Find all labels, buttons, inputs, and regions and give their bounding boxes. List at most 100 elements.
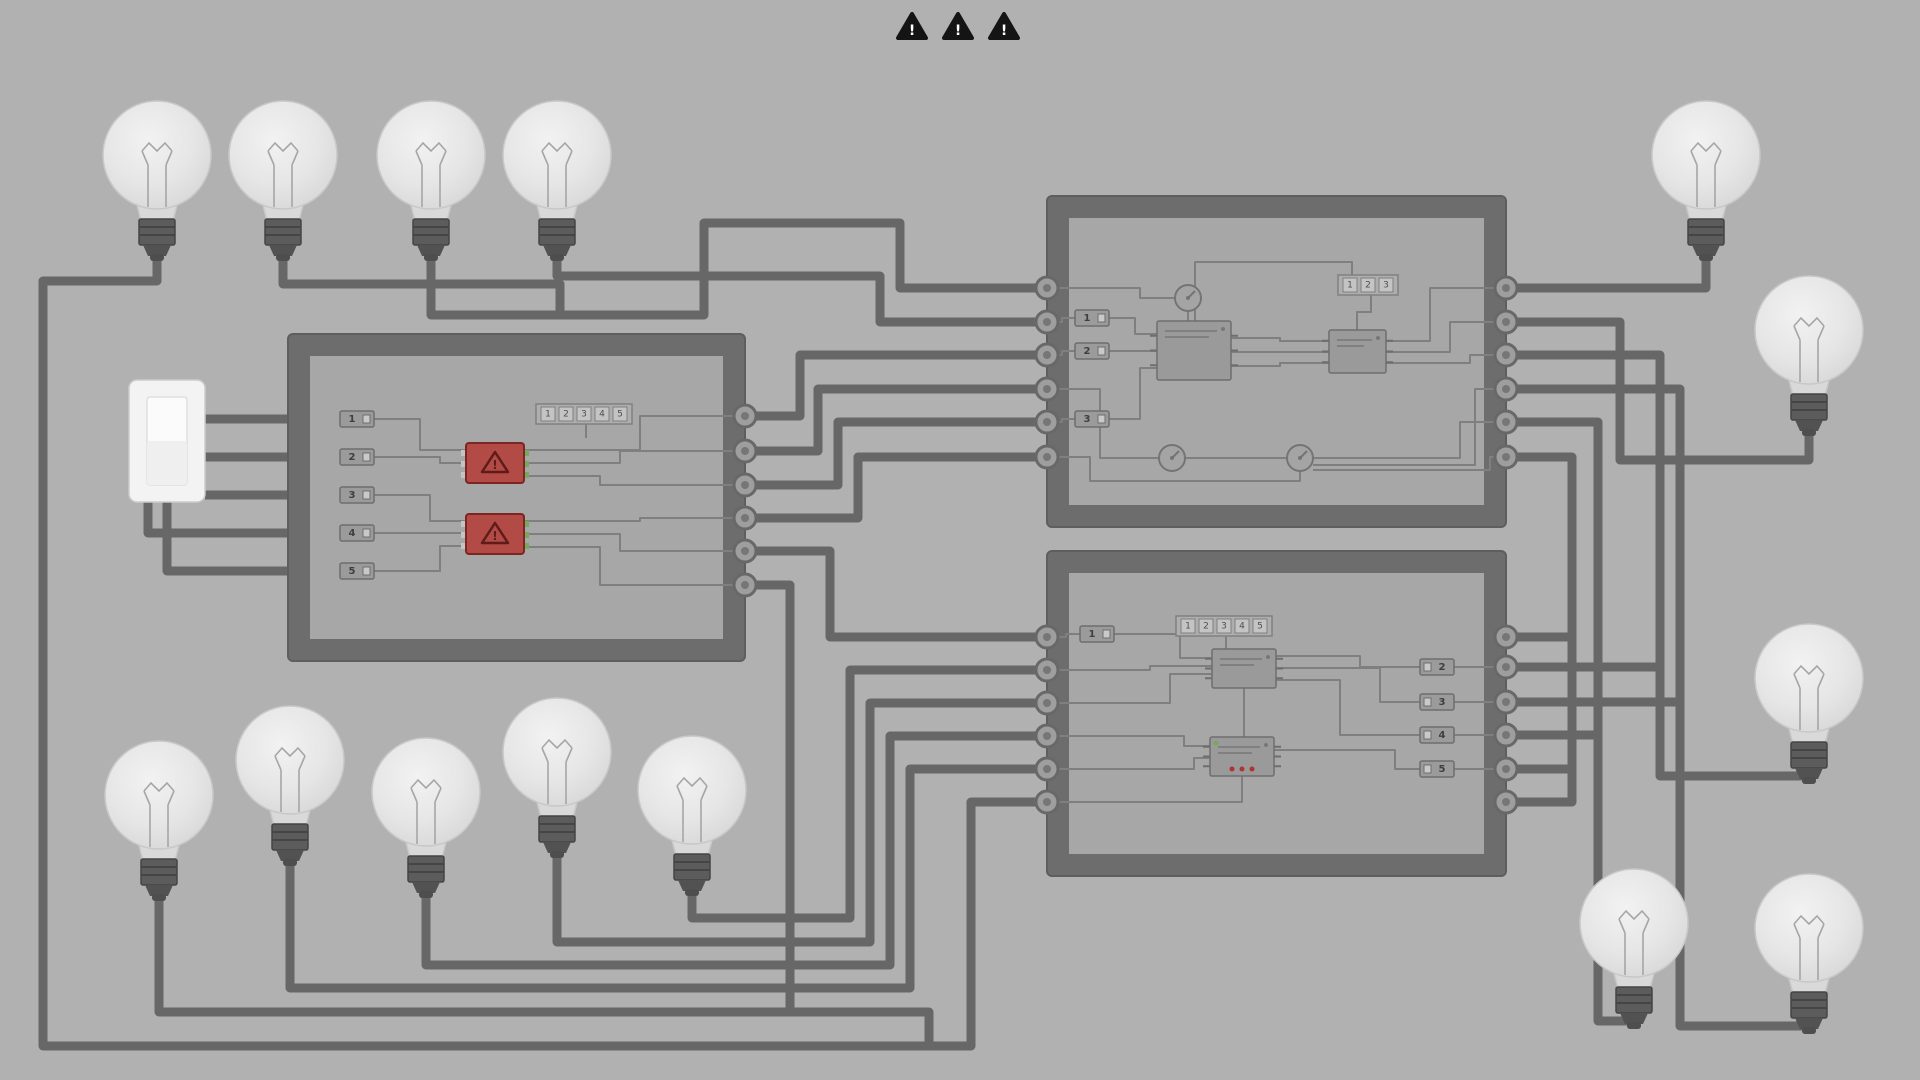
warning-icon: ! xyxy=(896,12,928,40)
led-red xyxy=(1239,766,1245,772)
chip-pin xyxy=(362,490,371,500)
input-chip[interactable]: 3 xyxy=(1074,410,1110,428)
label-text: 4 xyxy=(1439,730,1446,741)
bulb-glass xyxy=(637,735,747,845)
io-port[interactable] xyxy=(1493,789,1519,815)
io-port[interactable] xyxy=(732,572,758,598)
label-text: 2 xyxy=(1084,346,1091,357)
label-text: 2 xyxy=(1439,662,1446,673)
io-port[interactable] xyxy=(1493,309,1519,335)
input-chip[interactable]: 1 xyxy=(1074,309,1110,327)
input-chip[interactable]: 2 xyxy=(1074,342,1110,360)
io-port[interactable] xyxy=(732,403,758,429)
indicator-cell xyxy=(612,406,628,422)
io-port[interactable] xyxy=(1034,789,1060,815)
io-port[interactable] xyxy=(1034,376,1060,402)
io-port[interactable] xyxy=(1034,309,1060,335)
chip-pin xyxy=(461,450,466,456)
label-text: 5 xyxy=(617,410,623,420)
label-text: 2 xyxy=(349,452,356,463)
wire-bulb-bl2-panel3 xyxy=(285,764,1047,993)
io-port[interactable] xyxy=(1493,654,1519,680)
io-port[interactable] xyxy=(1034,444,1060,470)
trace-wire xyxy=(1276,655,1420,668)
io-port[interactable] xyxy=(732,505,758,531)
bulb-screw-base xyxy=(1790,991,1828,1019)
io-port[interactable] xyxy=(732,538,758,564)
wire-panel2-bulb-br2 xyxy=(1506,384,1809,1031)
io-port[interactable] xyxy=(1034,657,1060,683)
ic-chip[interactable] xyxy=(1205,648,1283,689)
input-chip[interactable]: 3 xyxy=(339,486,375,504)
io-port[interactable] xyxy=(732,438,758,464)
port-hole xyxy=(1502,284,1510,292)
chip-body xyxy=(1211,648,1277,689)
label-text: 4 xyxy=(349,528,356,539)
ic-chip[interactable] xyxy=(1150,320,1238,381)
bulb-filament xyxy=(1793,664,1825,730)
io-port[interactable] xyxy=(1034,409,1060,435)
io-port[interactable] xyxy=(1493,275,1519,301)
trace-wire xyxy=(1109,317,1157,335)
input-chip[interactable]: 2 xyxy=(339,448,375,466)
input-chip[interactable]: 4 xyxy=(339,524,375,542)
output-chip[interactable]: 3 xyxy=(1419,693,1455,711)
label-text: 1 xyxy=(1185,622,1191,632)
io-port[interactable] xyxy=(1034,756,1060,782)
io-port[interactable] xyxy=(1493,409,1519,435)
base-contact xyxy=(419,891,433,898)
chip-pin xyxy=(461,543,466,549)
port-hole xyxy=(1502,453,1510,461)
chip-dot xyxy=(1376,336,1380,340)
io-port[interactable] xyxy=(1493,756,1519,782)
chip-pin xyxy=(461,532,466,538)
base-contact xyxy=(1802,777,1816,784)
error-chip[interactable]: ! xyxy=(461,513,529,555)
ic-chip[interactable] xyxy=(1203,736,1281,777)
input-chip[interactable]: 1 xyxy=(1079,625,1115,643)
base-contact xyxy=(283,859,297,866)
wire-panel1-out1 xyxy=(745,350,1047,421)
io-port[interactable] xyxy=(1493,342,1519,368)
trace-wire xyxy=(524,450,745,464)
io-port[interactable] xyxy=(1034,342,1060,368)
error-body xyxy=(465,442,525,484)
warning-icon: ! xyxy=(942,12,974,40)
io-port[interactable] xyxy=(1034,690,1060,716)
output-chip[interactable]: 2 xyxy=(1419,658,1455,676)
indicator-cell xyxy=(540,406,556,422)
gauge xyxy=(1174,284,1202,312)
input-chip[interactable]: 5 xyxy=(339,562,375,580)
indicator-cell xyxy=(1180,618,1196,634)
io-port[interactable] xyxy=(1034,275,1060,301)
bulb-filament xyxy=(274,746,306,812)
base-contact xyxy=(424,254,438,261)
io-port[interactable] xyxy=(1034,624,1060,650)
indicator-cell xyxy=(576,406,592,422)
io-port[interactable] xyxy=(1493,689,1519,715)
io-port[interactable] xyxy=(732,472,758,498)
trace-wire xyxy=(1047,287,1175,299)
io-port[interactable] xyxy=(1493,444,1519,470)
input-chip[interactable]: 1 xyxy=(339,410,375,428)
ic-chip[interactable] xyxy=(1322,329,1393,374)
chip-dot xyxy=(1221,327,1225,331)
error-chip[interactable]: ! xyxy=(461,442,529,484)
chip-pin xyxy=(1097,313,1106,323)
output-chip[interactable]: 4 xyxy=(1419,726,1455,744)
wire-bulb-bl4-panel3 xyxy=(552,698,1047,947)
led-red xyxy=(1229,766,1235,772)
io-port[interactable] xyxy=(1493,376,1519,402)
output-chip[interactable]: 5 xyxy=(1419,760,1455,778)
io-port[interactable] xyxy=(1493,624,1519,650)
wire-bulb-top2-join xyxy=(278,253,565,315)
gauge-pivot xyxy=(1170,456,1174,460)
io-port[interactable] xyxy=(1493,722,1519,748)
label-text: 5 xyxy=(349,566,356,577)
light-switch[interactable] xyxy=(128,379,206,503)
trace-wire xyxy=(524,533,745,552)
io-port[interactable] xyxy=(1034,723,1060,749)
bulb-top-1 xyxy=(102,100,212,261)
port-hole xyxy=(1502,351,1510,359)
